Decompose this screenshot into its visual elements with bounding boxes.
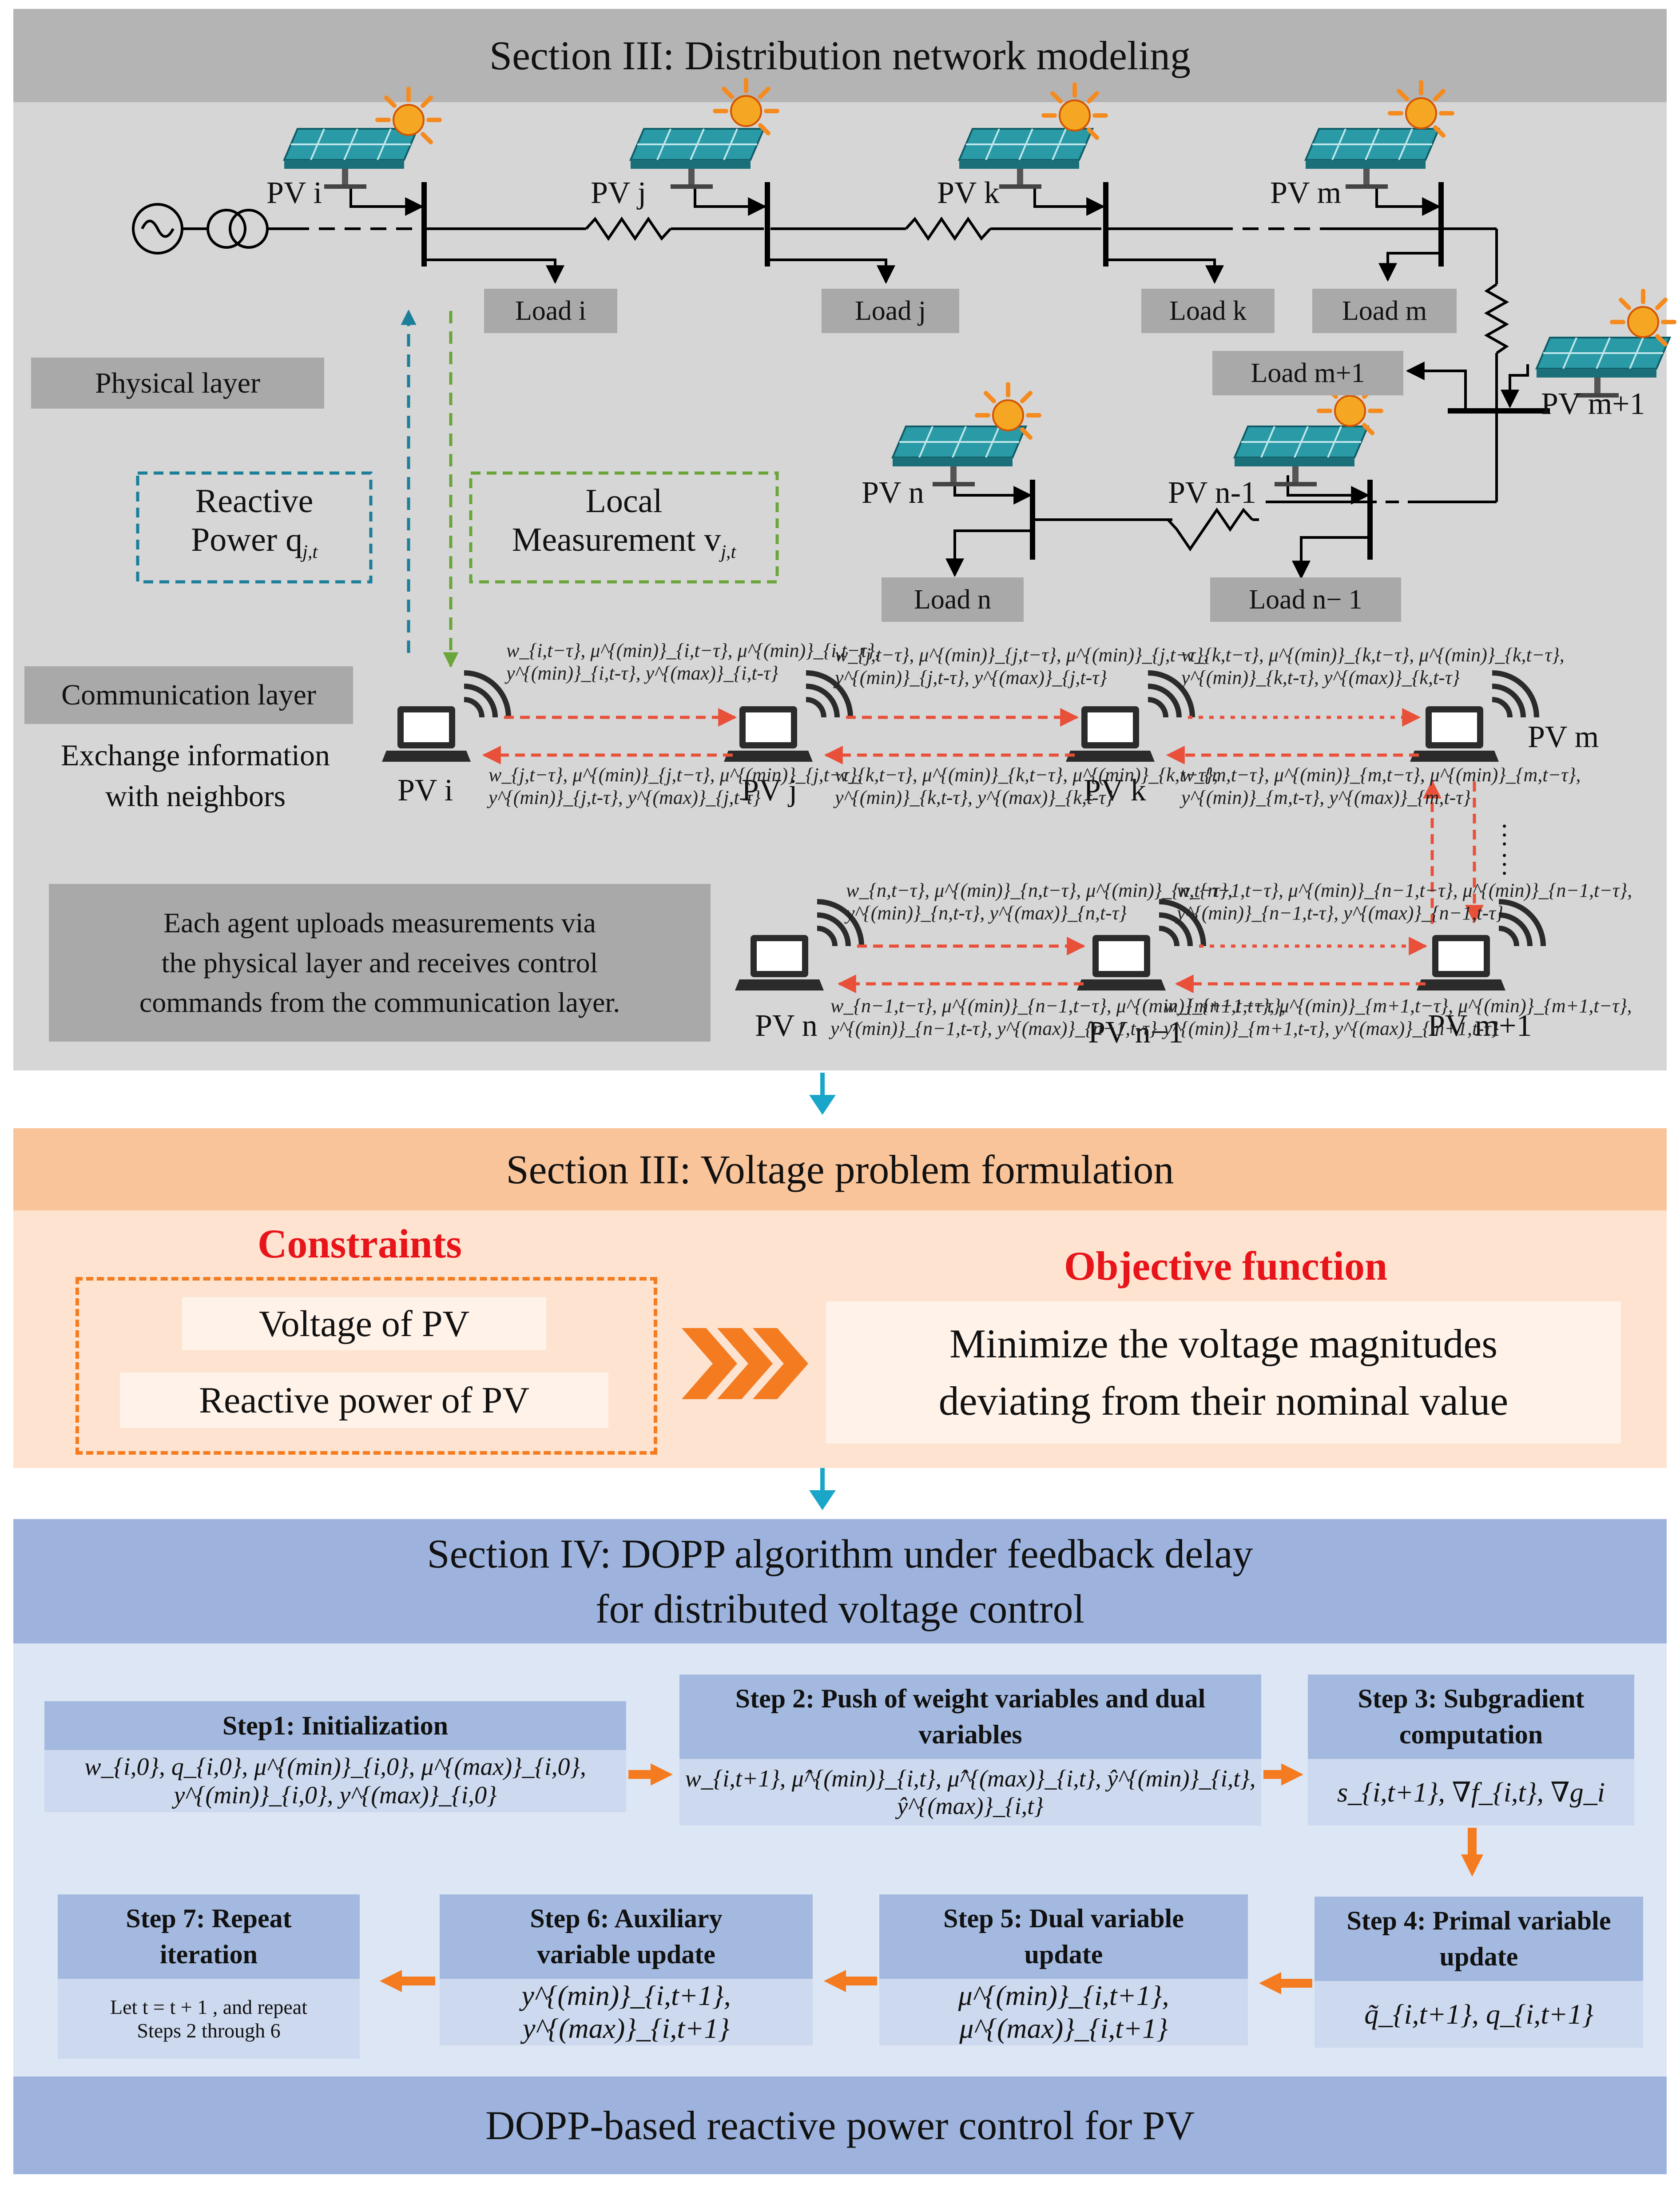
msg-m1-to-n1: w_{m+1,t−τ}, μ^{(min)}_{m+1,t−τ}, μ^{(mi… — [1164, 995, 1632, 1039]
load-j: Load j — [822, 289, 959, 333]
msg-n1-to-n: w_{n−1,t−τ}, μ^{(min)}_{n−1,t−τ}, μ^{(mi… — [830, 995, 1286, 1039]
step3-body: s_{i,t+1}, ∇f_{i,t}, ∇g_i — [1308, 1759, 1634, 1826]
section3-footer: DOPP-based reactive power control for PV — [13, 2077, 1667, 2174]
constraint-voltage: Voltage of PV — [182, 1297, 546, 1350]
laptop-wifi-icon — [382, 673, 508, 762]
agent-pv-k: PV k — [1084, 773, 1146, 808]
agent-pv-n1: PV n−1 — [1088, 1015, 1184, 1050]
objective-heading: Objective function — [1064, 1243, 1388, 1289]
section1-title: Section III: Distribution network modeli… — [13, 9, 1667, 102]
load-i: Load i — [484, 289, 617, 333]
step4-title: Step 4: Primal variable update — [1315, 1897, 1643, 1981]
constraint-reactive: Reactive power of PV — [120, 1372, 608, 1428]
step4-body: q̃_{i,t+1}, q_{i,t+1} — [1315, 1981, 1643, 2048]
pv-k-label: PV k — [937, 176, 1000, 210]
resistor-icon — [585, 216, 672, 241]
constraints-box — [75, 1277, 657, 1455]
solar-panel-icon — [283, 89, 440, 190]
load-n1: Load n− 1 — [1210, 577, 1401, 622]
section3-title: Section IV: DOPP algorithm under feedbac… — [13, 1519, 1667, 1643]
pv-j-label: PV j — [591, 176, 647, 210]
communication-layer-tag: Communication layer — [24, 666, 353, 724]
agent-pv-j: PV j — [742, 773, 798, 808]
physical-layer-tag: Physical layer — [31, 358, 324, 409]
step5-body: μ^{(min)}_{i,t+1}, μ^{(max)}_{i,t+1} — [879, 1979, 1248, 2045]
agent-pv-i: PV i — [397, 773, 453, 808]
pv-n1-label: PV n-1 — [1168, 476, 1257, 510]
msg-j-to-i: w_{j,t−τ}, μ^{(min)}_{j,t−τ}, μ^{(min)}_… — [489, 764, 862, 808]
step3-title: Step 3: Subgradient computation — [1308, 1675, 1634, 1759]
pv-m1-label: PV m+1 — [1541, 387, 1645, 421]
msg-m-to-k: w_{m,t−τ}, μ^{(min)}_{m,t−τ}, μ^{(min)}_… — [1181, 764, 1581, 808]
section2-title: Section III: Voltage problem formulation — [13, 1128, 1667, 1210]
ellipsis-dots: …… — [1497, 822, 1527, 880]
reactive-power-label: Reactive Power qj,t — [191, 482, 318, 563]
agent-pv-m: PV m — [1528, 720, 1599, 754]
step1-body: w_{i,0}, q_{i,0}, μ^{(min)}_{i,0}, μ^{(m… — [44, 1750, 626, 1812]
load-k: Load k — [1141, 289, 1275, 333]
agent-pv-n: PV n — [755, 1009, 818, 1043]
load-n: Load n — [882, 577, 1024, 622]
msg-n1-to-m1: w_{n−1,t−τ}, μ^{(min)}_{n−1,t−τ}, μ^{(mi… — [1177, 879, 1632, 924]
step2-title: Step 2: Push of weight variables and dua… — [679, 1675, 1261, 1759]
msg-n-to-n1: w_{n,t−τ}, μ^{(min)}_{n,t−τ}, μ^{(min)}_… — [846, 879, 1233, 924]
step7-body: Let t = t + 1 , and repeat Steps 2 throu… — [58, 1979, 360, 2059]
pv-m-label: PV m — [1270, 176, 1342, 210]
msg-j-to-k: w_{j,t−τ}, μ^{(min)}_{j,t−τ}, μ^{(min)}_… — [835, 644, 1208, 688]
transformer-icon — [207, 209, 269, 249]
step6-body: y^{(min)}_{i,t+1}, y^{(max)}_{i,t+1} — [440, 1979, 813, 2045]
agent-pv-m1: PV m+1 — [1428, 1009, 1532, 1043]
local-measurement-label: Local Measurement vj,t — [512, 482, 736, 563]
msg-k-to-j: w_{k,t−τ}, μ^{(min)}_{k,t−τ}, μ^{(min)}_… — [835, 764, 1218, 808]
step6-title: Step 6: Auxiliary variable update — [440, 1894, 813, 1979]
step7-title: Step 7: Repeat iteration — [58, 1894, 360, 1979]
reactive-power-box — [136, 471, 373, 584]
step5-title: Step 5: Dual variable update — [879, 1894, 1248, 1979]
load-m1: Load m+1 — [1212, 351, 1403, 395]
pv-i-label: PV i — [266, 176, 322, 210]
constraints-heading: Constraints — [257, 1221, 462, 1266]
ac-source-icon — [132, 203, 183, 255]
step1-title: Step1: Initialization — [44, 1701, 626, 1750]
pv-n-label: PV n — [862, 476, 924, 510]
msg-k-to-m: w_{k,t−τ}, μ^{(min)}_{k,t−τ}, μ^{(min)}_… — [1181, 644, 1565, 688]
step2-body: w_{i,t+1}, μ̂^{(min)}_{i,t}, μ̂^{(max)}_… — [679, 1759, 1261, 1826]
load-m: Load m — [1312, 289, 1457, 333]
local-measurement-box — [469, 471, 779, 584]
msg-i-to-j: w_{i,t−τ}, μ^{(min)}_{i,t−τ}, μ^{(min)}_… — [506, 640, 880, 684]
